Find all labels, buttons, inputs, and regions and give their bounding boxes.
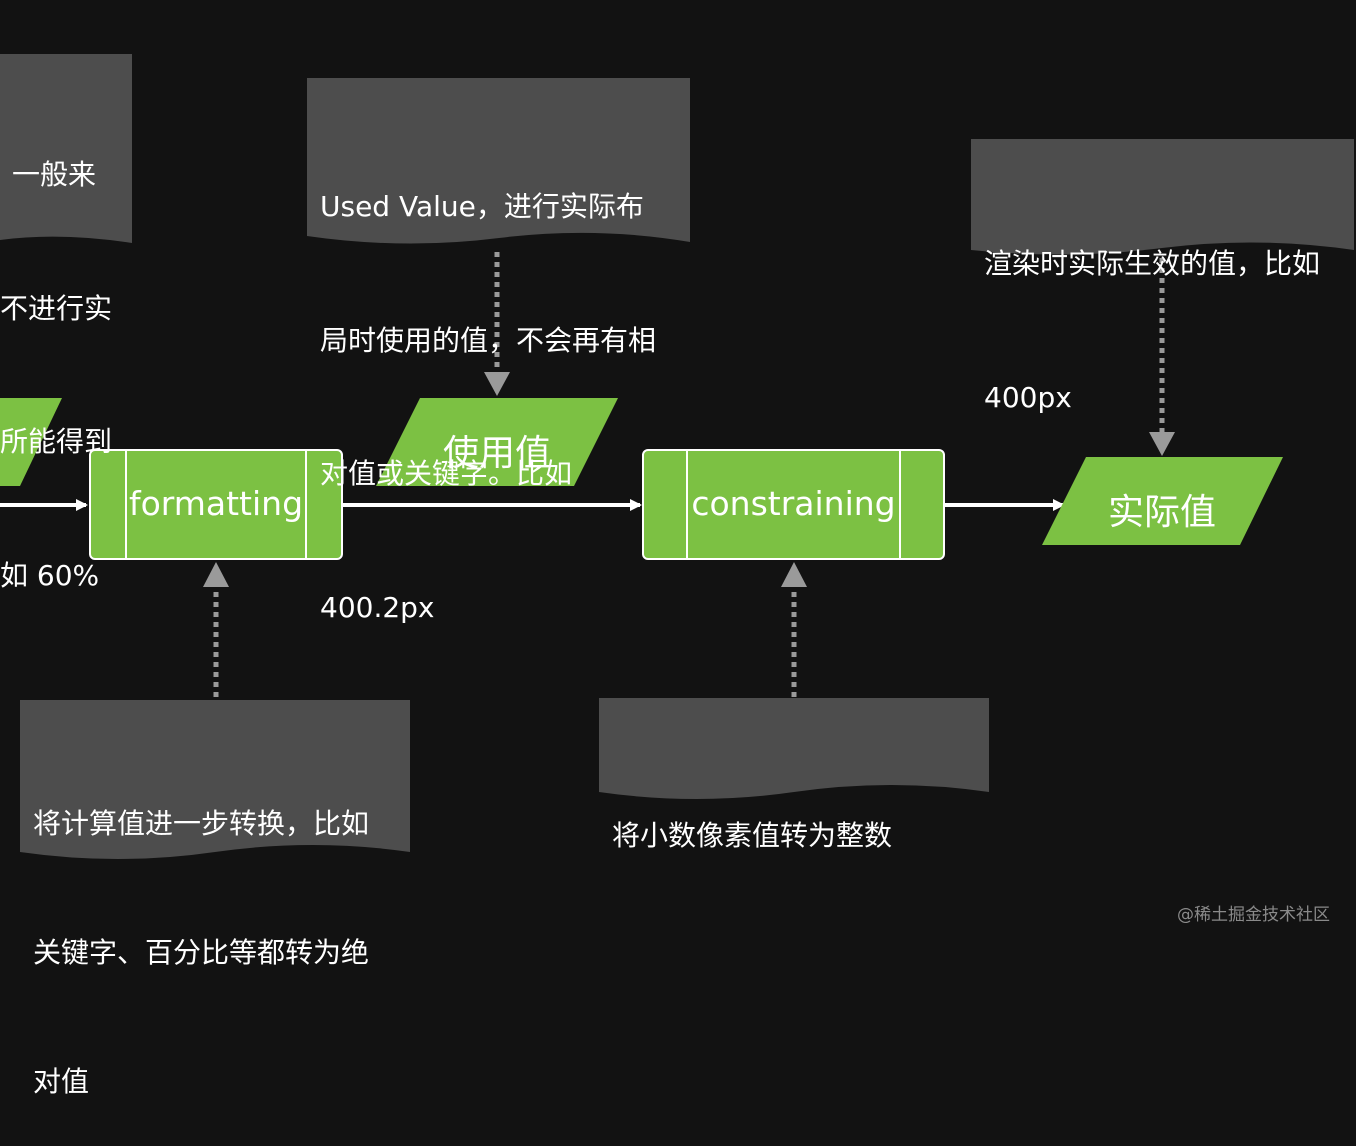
constraining-note-shape <box>599 698 989 799</box>
formatting-note-line: 对值 <box>33 1065 90 1098</box>
formatting-note-line: 关键字、百分比等都转为绝 <box>33 936 370 969</box>
computed-note-text: 一般来 不进行实 所能得到 如 60% <box>0 64 112 643</box>
constraining-note-text: 将小数像素值转为整数 <box>612 725 892 903</box>
formatting-label: formatting <box>128 484 304 523</box>
constraining-label: constraining <box>691 484 896 523</box>
actual-note-line: 400px <box>984 380 1072 414</box>
computed-note-line: 如 60% <box>0 558 100 592</box>
used-note-line: 局时使用的值，不会再有相 <box>320 323 657 357</box>
computed-note-line: 所能得到 <box>0 425 113 458</box>
computed-note-shape <box>0 54 132 243</box>
used-data-label: 使用值 <box>442 433 551 474</box>
constraining-note-arrowhead <box>781 562 807 587</box>
constraining-note-line: 将小数像素值转为整数 <box>612 819 893 852</box>
actual-note-text: 渲染时实际生效的值，比如 400px <box>984 153 1320 465</box>
formatting-note-text: 将计算值进一步转换，比如 关键字、百分比等都转为绝 对值 <box>33 716 369 1146</box>
actual-note-line: 渲染时实际生效的值，比如 <box>984 247 1321 280</box>
used-note-shape <box>307 78 690 244</box>
diagram-canvas <box>0 54 1354 859</box>
used-note-line: Used Value，进行实际布 <box>320 190 644 223</box>
watermark: @稀土掘金技术社区 <box>1177 905 1330 925</box>
actual-note-shape <box>971 139 1354 255</box>
formatting-note-arrowhead <box>203 562 229 587</box>
constraining-process-node <box>642 449 945 560</box>
used-note-line: 400.2px <box>320 590 435 624</box>
formatting-process-node <box>89 449 343 560</box>
used-note-arrowhead <box>484 372 510 396</box>
computed-data-node <box>0 398 62 486</box>
used-data-node <box>376 398 618 486</box>
actual-note-arrowhead <box>1149 432 1175 456</box>
formatting-note-shape <box>20 700 410 859</box>
used-note-line: 对值或关键字。比如 <box>320 457 573 490</box>
computed-note-line: 一般来 <box>12 158 97 191</box>
actual-data-node <box>1042 457 1283 545</box>
formatting-note-line: 将计算值进一步转换，比如 <box>33 807 370 840</box>
actual-data-label: 实际值 <box>1107 492 1216 533</box>
computed-note-line: 不进行实 <box>0 291 113 325</box>
used-note-text: Used Value，进行实际布 局时使用的值，不会再有相 对值或关键字。比如 … <box>320 96 656 675</box>
